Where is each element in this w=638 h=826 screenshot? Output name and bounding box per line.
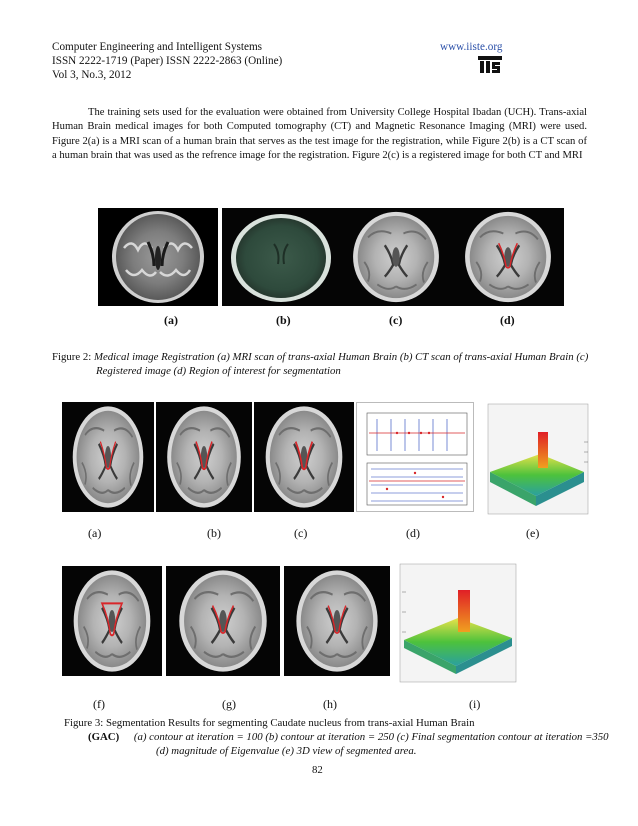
figure3-label-f: (f)	[93, 697, 105, 711]
figure2-label-b: (b)	[276, 313, 291, 327]
figure3-label-e: (e)	[526, 526, 540, 540]
figure2-label-d: (d)	[500, 313, 515, 327]
figure3-caption-line2: (GAC) (a) contour at iteration = 100 (b)…	[88, 731, 609, 745]
figure3-label-c: (c)	[294, 526, 308, 540]
figure3-caption-gac: (GAC)	[88, 731, 120, 743]
figure3-image-e	[480, 402, 592, 520]
figure3-caption-line1: Figure 3: Segmentation Results for segme…	[64, 717, 475, 729]
figure3-image-b	[156, 402, 252, 512]
figure3-label-a: (a)	[88, 526, 102, 540]
figure2-image-d	[452, 208, 564, 306]
figure3-label-b: (b)	[207, 526, 221, 540]
page-number: 82	[312, 764, 323, 776]
journal-title: Computer Engineering and Intelligent Sys…	[52, 41, 263, 53]
figure2-image-c	[340, 208, 452, 306]
issn-line: ISSN 2222-1719 (Paper) ISSN 2222-2863 (O…	[52, 55, 283, 67]
figure3-caption-line3: (d) magnitude of Eigenvalue (e) 3D view …	[156, 745, 417, 757]
figure2-image-b	[222, 208, 340, 306]
figure3-image-h	[284, 566, 390, 676]
figure3-label-d: (d)	[406, 526, 420, 540]
figure2-caption: Figure 2: Medical image Registration (a)…	[52, 351, 592, 378]
figure3-image-d	[356, 402, 474, 512]
figure2-label-c: (c)	[389, 313, 403, 327]
figure2-image-a	[98, 208, 218, 306]
figure3-label-h: (h)	[323, 697, 337, 711]
volume-line: Vol 3, No.3, 2012	[52, 69, 132, 81]
figure2-caption-prefix: Figure 2:	[52, 351, 92, 363]
figure3-image-f	[62, 566, 162, 676]
figure3-label-i: (i)	[469, 697, 481, 711]
figure3-image-g	[166, 566, 280, 676]
figure2-caption-line1: Medical image Registration (a) MRI scan …	[94, 351, 589, 363]
figure2-label-a: (a)	[164, 313, 178, 327]
figure3-image-i	[396, 562, 520, 686]
figure3-image-c	[254, 402, 354, 512]
website-link[interactable]: www.iiste.org	[440, 41, 503, 53]
figure3-image-a	[62, 402, 154, 512]
figure3-label-g: (g)	[222, 697, 236, 711]
body-paragraph: The training sets used for the evaluatio…	[52, 107, 587, 162]
figure2-caption-line2: Registered image (d) Region of interest …	[96, 364, 341, 377]
iiste-logo	[478, 56, 502, 74]
figure3-caption-methods: (a) contour at iteration = 100 (b) conto…	[133, 731, 609, 743]
